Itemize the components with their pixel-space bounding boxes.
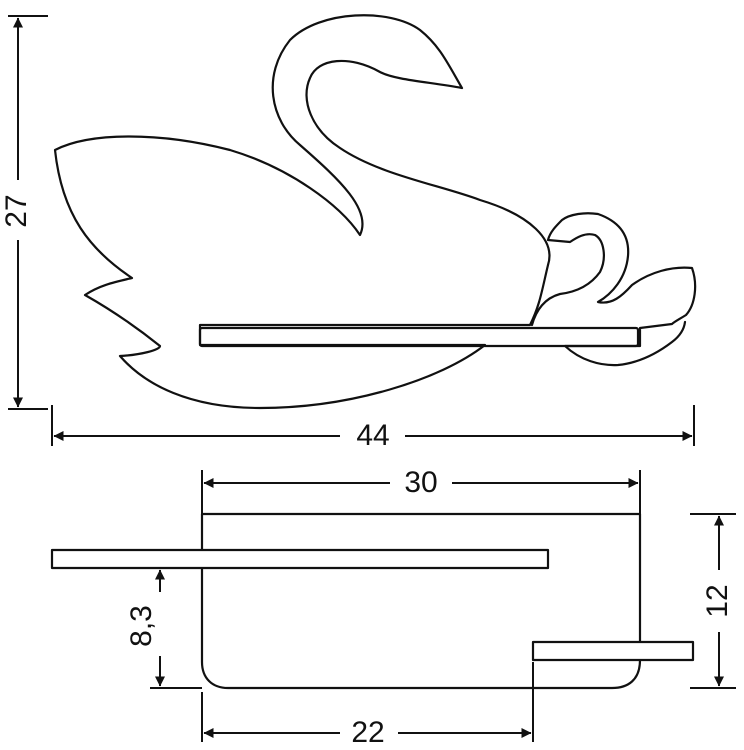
side-view	[50, 512, 695, 690]
shelf-height-dimension	[150, 569, 202, 689]
bottom-shelf-board	[531, 640, 695, 662]
width-label: 44	[356, 419, 389, 452]
shelf-width-dimension	[201, 470, 641, 514]
top-shelf-board	[50, 548, 550, 570]
large-swan-outline	[53, 14, 551, 410]
depth-label: 12	[701, 584, 734, 617]
depth-dimension	[690, 513, 736, 689]
height-label: 27	[0, 194, 33, 227]
shelf-height-label: 8,3	[125, 605, 158, 647]
shelf-width-label: 30	[404, 466, 437, 499]
height-dimension	[8, 15, 48, 410]
side-view-body	[200, 512, 642, 690]
small-swan-outline	[530, 212, 697, 367]
bottom-width-label: 22	[351, 716, 384, 749]
bottom-width-dimension	[201, 662, 534, 742]
front-shelf-board	[198, 326, 640, 348]
width-dimension	[51, 405, 695, 446]
front-view	[53, 14, 697, 410]
